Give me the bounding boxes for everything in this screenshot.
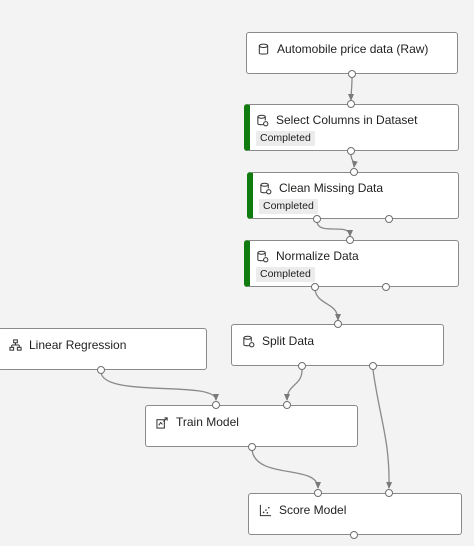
node-automobile-price-data[interactable]: Automobile price data (Raw) [246, 32, 458, 74]
input-port-right[interactable] [283, 401, 291, 409]
node-label: Clean Missing Data [279, 181, 384, 195]
input-port[interactable] [346, 236, 354, 244]
train-icon [156, 416, 168, 429]
input-port-left[interactable] [314, 489, 322, 497]
node-label: Automobile price data (Raw) [277, 42, 429, 56]
output-port-left[interactable] [298, 362, 306, 370]
output-port[interactable] [97, 366, 105, 374]
connector-raw-to-select [348, 77, 355, 101]
module-icon [243, 335, 255, 347]
input-port-left[interactable] [212, 401, 220, 409]
output-port[interactable] [350, 531, 358, 539]
output-port[interactable] [348, 70, 356, 78]
output-port-right[interactable] [369, 362, 377, 370]
input-port[interactable] [347, 100, 355, 108]
node-split-data[interactable]: Split Data [231, 324, 444, 366]
module-icon [260, 182, 272, 194]
dataset-icon [258, 43, 269, 55]
input-port[interactable] [350, 168, 358, 176]
connector-normalize-to-split [314, 289, 341, 321]
output-port[interactable] [248, 443, 256, 451]
status-badge: Completed [259, 199, 318, 214]
node-label: Train Model [176, 415, 239, 429]
connector-split-to-train [284, 369, 303, 401]
connector-clean-to-normalize [316, 221, 353, 237]
module-icon [257, 250, 269, 262]
output-port-right[interactable] [385, 215, 393, 223]
input-port[interactable] [334, 320, 342, 328]
status-badge: Completed [256, 131, 315, 146]
output-port-left[interactable] [313, 215, 321, 223]
node-label: Linear Regression [29, 338, 127, 352]
connector-select-to-clean [350, 153, 358, 168]
node-score-model[interactable]: Score Model [248, 493, 462, 535]
model-icon [9, 338, 22, 351]
node-select-columns[interactable]: Select Columns in Dataset Completed [244, 104, 459, 151]
node-normalize-data[interactable]: Normalize Data Completed [244, 240, 459, 287]
score-icon [259, 504, 272, 516]
module-icon [257, 114, 269, 126]
output-port-right[interactable] [382, 283, 390, 291]
node-label: Select Columns in Dataset [276, 113, 418, 127]
node-clean-missing-data[interactable]: Clean Missing Data Completed [247, 172, 459, 219]
status-badge: Completed [256, 267, 315, 282]
node-label: Split Data [262, 334, 315, 348]
connector-linreg-to-train [100, 372, 219, 401]
output-port[interactable] [347, 147, 355, 155]
input-port-right[interactable] [385, 489, 393, 497]
connector-split-to-score [372, 369, 393, 489]
node-linear-regression[interactable]: Linear Regression [0, 328, 207, 370]
node-label: Score Model [279, 503, 347, 517]
connector-train-to-score [251, 449, 321, 489]
node-train-model[interactable]: Train Model [145, 405, 358, 447]
output-port-left[interactable] [311, 283, 319, 291]
node-label: Normalize Data [276, 249, 359, 263]
